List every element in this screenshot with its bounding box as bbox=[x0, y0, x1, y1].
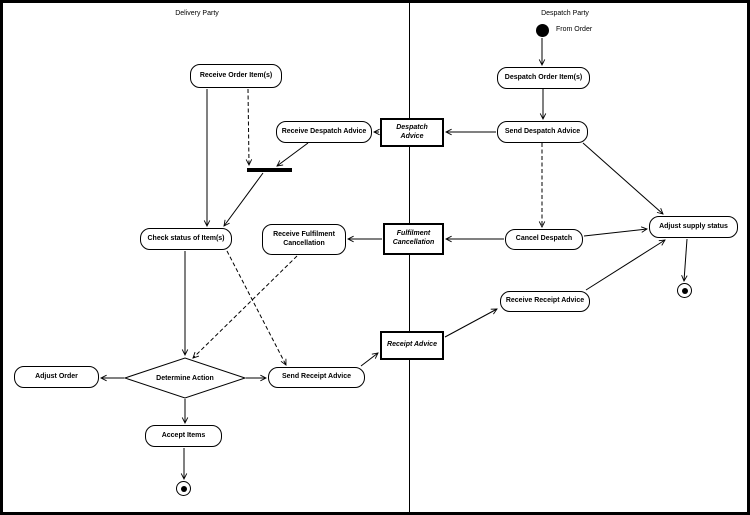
edge-receive-despatch-advice-to-sync-bar bbox=[276, 142, 309, 167]
final-node-dot bbox=[681, 287, 688, 294]
final-node-delivery[interactable] bbox=[176, 481, 191, 496]
node-send-receipt-advice[interactable]: Send Receipt Advice bbox=[268, 367, 365, 388]
edge-receive-fulfilment-cancellation-to-determine-action-dashed bbox=[192, 255, 298, 359]
edge-receive-order-items-to-sync-bar-dashed bbox=[245, 88, 253, 166]
edge-send-receipt-advice-to-receipt-advice bbox=[360, 352, 379, 367]
object-node-despatch-advice[interactable]: Despatch Advice bbox=[380, 118, 444, 147]
edge-send-despatch-advice-to-adjust-supply-status bbox=[582, 142, 664, 215]
node-receive-despatch-advice[interactable]: Receive Despatch Advice bbox=[276, 121, 372, 143]
node-accept-items[interactable]: Accept Items bbox=[145, 425, 222, 447]
edge-cancel-despatch-to-adjust-supply-status bbox=[583, 226, 648, 237]
edge-receipt-advice-to-receive-receipt-advice bbox=[444, 308, 498, 338]
lane-title-delivery-party: Delivery Party bbox=[175, 10, 219, 17]
node-send-despatch-advice[interactable]: Send Despatch Advice bbox=[497, 121, 588, 143]
from-order-label: From Order bbox=[556, 26, 593, 33]
node-receive-fulfilment-cancellation[interactable]: Receive Fulfilment Cancellation bbox=[262, 224, 346, 255]
node-cancel-despatch[interactable]: Cancel Despatch bbox=[505, 229, 583, 250]
final-node-dot bbox=[180, 485, 187, 492]
edge-check-status-to-send-receipt-advice-dashed bbox=[226, 250, 287, 366]
node-check-status-of-items[interactable]: Check status of Item(s) bbox=[140, 228, 232, 250]
edge-adjust-supply-status-to-final bbox=[681, 238, 688, 282]
node-adjust-supply-status[interactable]: Adjust supply status bbox=[649, 216, 738, 238]
swimlane-divider bbox=[409, 0, 410, 515]
object-node-fulfilment-cancellation[interactable]: Fulfilment Cancellation bbox=[383, 223, 444, 255]
node-determine-action-label[interactable]: Determine Action bbox=[156, 374, 214, 382]
synchronization-bar[interactable] bbox=[247, 168, 292, 172]
final-node-despatch[interactable] bbox=[677, 283, 692, 298]
node-adjust-order[interactable]: Adjust Order bbox=[14, 366, 99, 388]
initial-node[interactable] bbox=[536, 24, 549, 37]
edge-sync-bar-to-check-status bbox=[223, 172, 264, 227]
node-receive-receipt-advice[interactable]: Receive Receipt Advice bbox=[500, 291, 590, 312]
lane-title-despatch-party: Despatch Party bbox=[541, 10, 589, 17]
node-despatch-order-items[interactable]: Despatch Order Item(s) bbox=[497, 67, 590, 89]
node-receive-order-items[interactable]: Receive Order Item(s) bbox=[190, 64, 282, 88]
object-node-receipt-advice[interactable]: Receipt Advice bbox=[380, 331, 444, 360]
edge-receive-receipt-advice-to-adjust-supply-status bbox=[585, 239, 666, 291]
